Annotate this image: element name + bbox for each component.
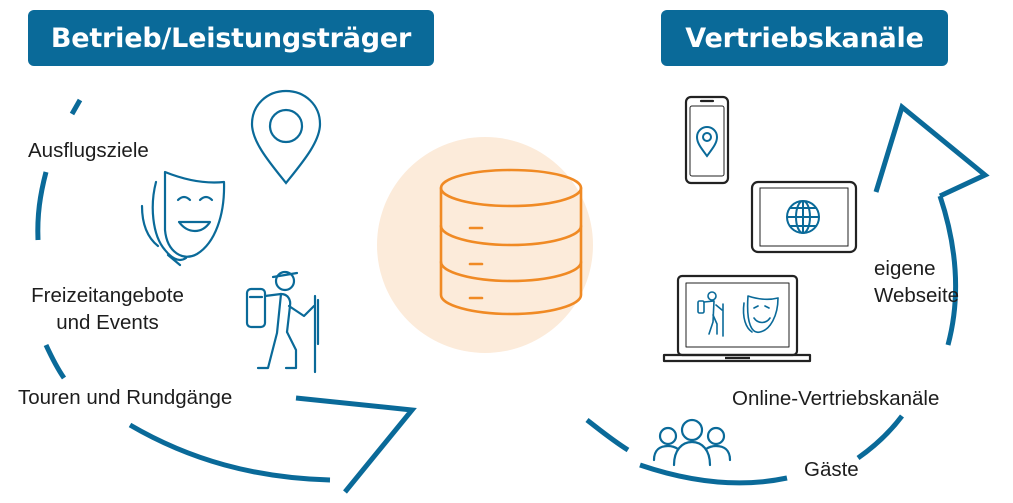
- smartphone-icon: [684, 95, 730, 185]
- label-webseite-line1: eigene: [874, 257, 936, 280]
- guests-group-icon: [652, 418, 732, 467]
- label-freizeitangebote: Freizeitangebote und Events: [6, 283, 209, 336]
- hiker-icon: [245, 270, 320, 374]
- database-backdrop-circle: [377, 137, 593, 353]
- laptop-icon: [662, 274, 812, 363]
- label-touren: Touren und Rundgänge: [18, 386, 233, 409]
- theater-masks-icon: [140, 170, 226, 267]
- tablet-globe-icon: [750, 180, 858, 254]
- right-cycle-arrow: [585, 102, 990, 486]
- location-pin-icon: [250, 89, 322, 185]
- label-online-vertriebskanaele: Online-Vertriebskanäle: [732, 387, 940, 410]
- header-badge-betrieb: Betrieb/Leistungsträger: [28, 10, 434, 66]
- label-freizeit-line2: und Events: [56, 310, 159, 334]
- label-freizeit-line1: Freizeitangebote: [31, 284, 184, 307]
- left-cycle-arrow: [35, 98, 417, 494]
- header-title-betrieb: Betrieb/Leistungsträger: [50, 22, 412, 54]
- label-eigene-webseite: eigene Webseite: [862, 256, 972, 309]
- header-badge-vertrieb: Vertriebskanäle: [661, 10, 948, 66]
- label-webseite-line2: Webseite: [874, 283, 960, 307]
- header-title-vertrieb: Vertriebskanäle: [685, 22, 924, 54]
- label-ausflugsziele: Ausflugsziele: [28, 139, 149, 162]
- database-icon: [439, 168, 583, 316]
- label-gaeste: Gäste: [804, 458, 859, 481]
